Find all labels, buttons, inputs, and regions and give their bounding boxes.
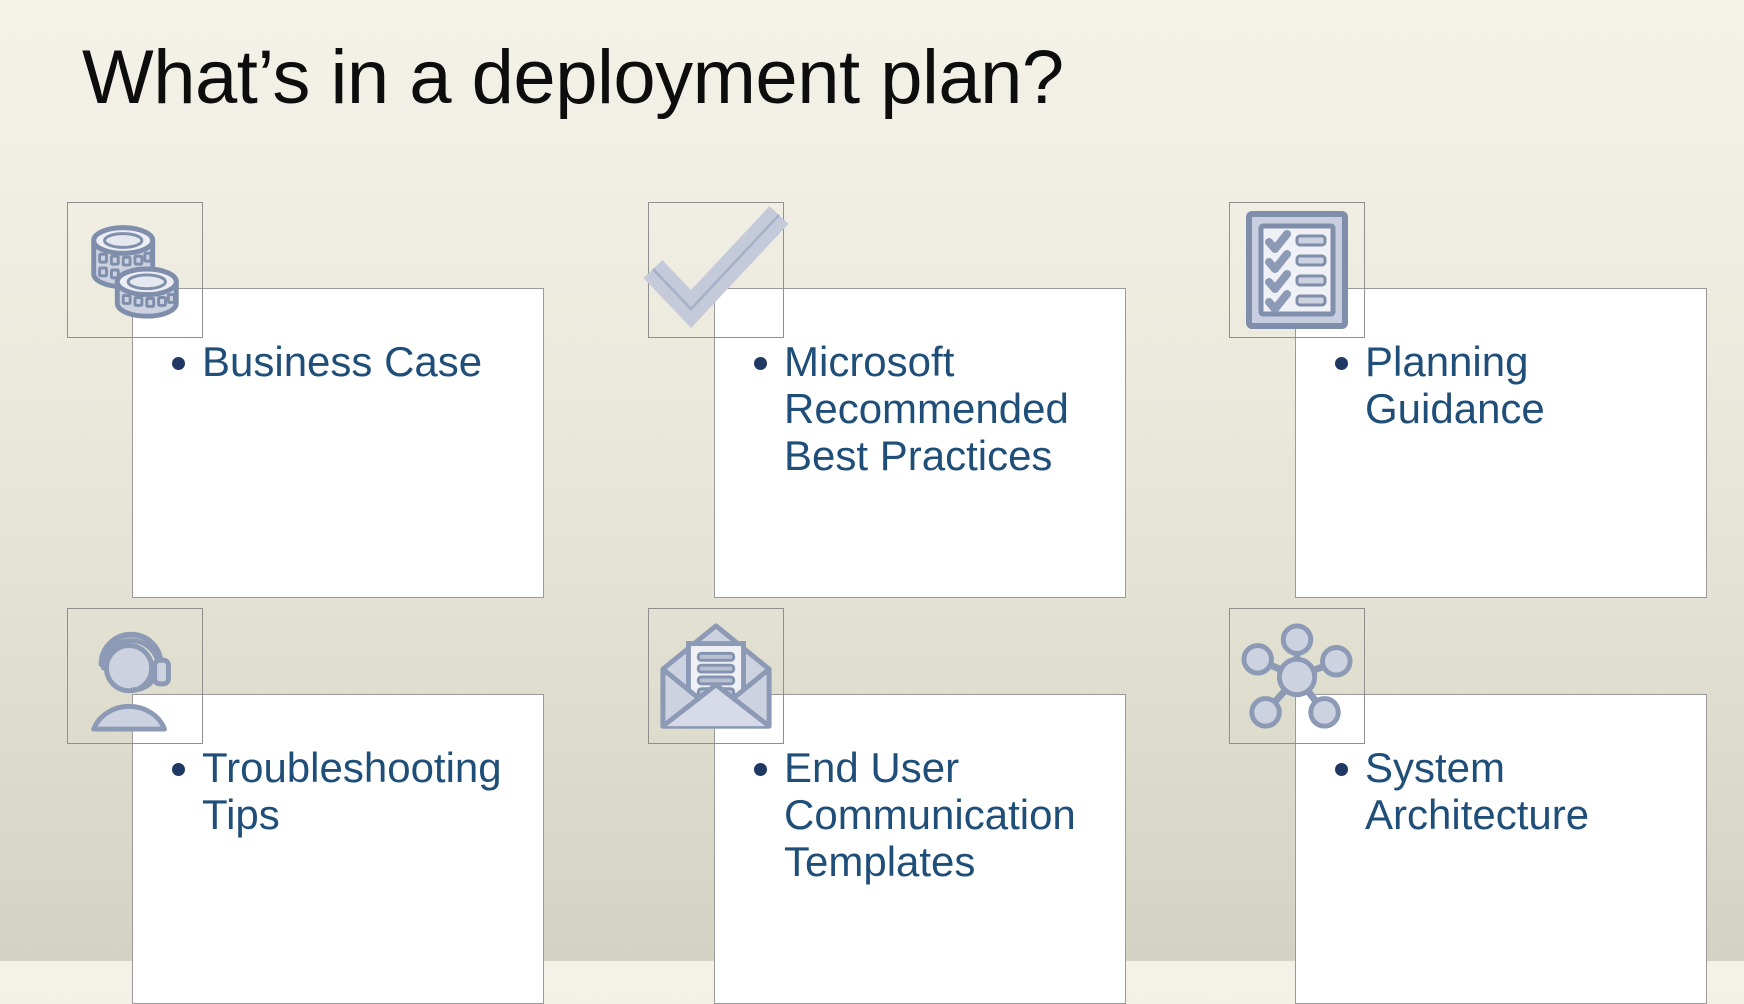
card-label: System Architecture xyxy=(1365,744,1590,839)
card-label: End User Communication Templates xyxy=(784,744,1076,886)
bullet-marker xyxy=(172,763,185,776)
card-label: Microsoft Recommended Best Practices xyxy=(784,338,1069,480)
headset-support-agent-icon xyxy=(67,608,203,744)
page-title: What’s in a deployment plan? xyxy=(82,35,1064,120)
list-item: System Architecture xyxy=(1335,744,1715,838)
card-panel xyxy=(1295,288,1707,598)
bullet-marker xyxy=(754,357,767,370)
card-panel xyxy=(1295,694,1707,1004)
checkmark-icon xyxy=(643,202,789,338)
list-item: Business Case xyxy=(172,338,552,385)
checklist-clipboard-icon xyxy=(1229,202,1365,338)
list-item: Troubleshooting Tips xyxy=(172,744,552,838)
coins-icon xyxy=(67,202,203,338)
list-item: Microsoft Recommended Best Practices xyxy=(754,338,1134,479)
bullet-marker xyxy=(1335,357,1348,370)
open-envelope-letter-icon xyxy=(648,608,784,744)
slide-canvas: What’s in a deployment plan? xyxy=(67,35,1715,1004)
card-label: Planning Guidance xyxy=(1365,338,1545,433)
card-panel xyxy=(714,288,1126,598)
list-item: End User Communication Templates xyxy=(754,744,1134,885)
card-panel xyxy=(714,694,1126,1004)
bullet-marker xyxy=(172,357,185,370)
network-hub-nodes-icon xyxy=(1229,608,1365,744)
card-panel xyxy=(132,288,544,598)
list-item: Planning Guidance xyxy=(1335,338,1715,432)
card-label: Troubleshooting Tips xyxy=(202,744,502,839)
bullet-marker xyxy=(1335,763,1348,776)
card-label: Business Case xyxy=(202,338,483,385)
bullet-marker xyxy=(754,763,767,776)
card-panel xyxy=(132,694,544,1004)
